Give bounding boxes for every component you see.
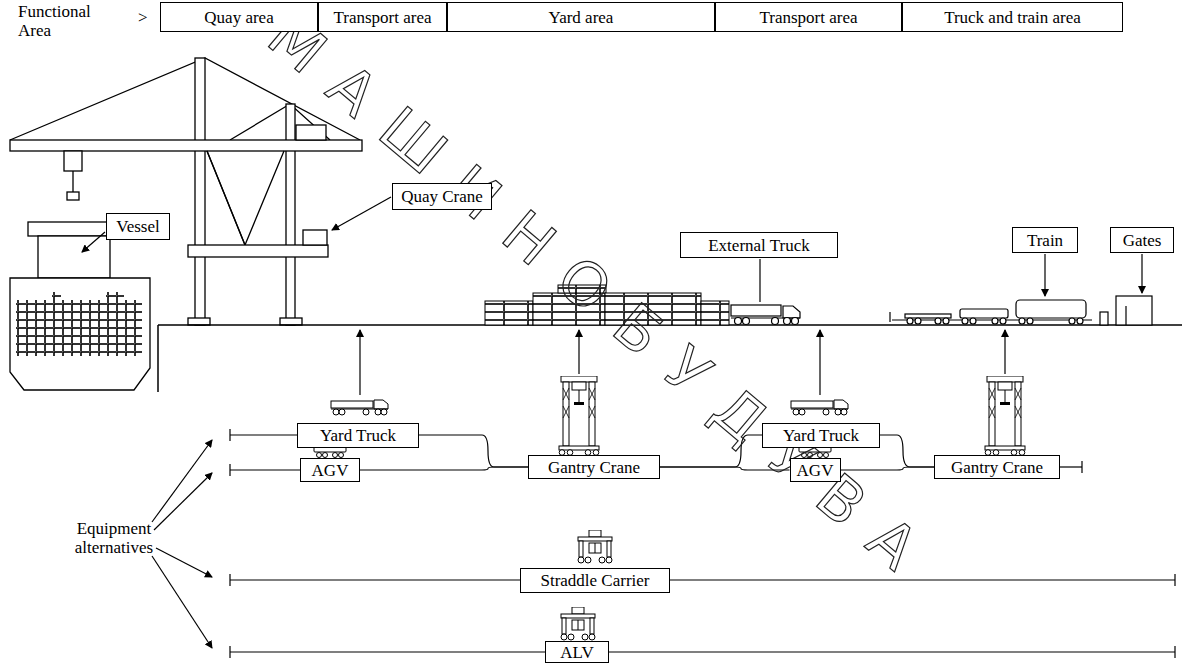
callout-box: Train [1012,227,1078,253]
area-box: Transport area [318,2,447,32]
pointer-symbol: > [138,8,152,27]
equipment-box: Yard Truck [762,423,880,448]
area-box: Yard area [447,2,715,32]
box-label: Train [1027,231,1063,250]
box-label: Straddle Carrier [540,571,649,590]
box-label: Gantry Crane [951,458,1043,477]
box-label: Yard Truck [320,426,396,445]
callout-box: Quay Crane [392,183,492,210]
equipment-box: AGV [300,458,360,482]
box-label: Gates [1123,231,1162,250]
area-box: Transport area [715,2,902,32]
box-label: External Truck [708,236,810,255]
box-label: Quay Crane [401,187,483,206]
equipment-box: Straddle Carrier [520,568,670,593]
watermark: МАШИНОБУДУВА [255,0,951,600]
equipment-link [880,435,934,467]
area-box: Truck and train area [902,2,1123,32]
callout-box: Gates [1110,227,1174,253]
equipment-link [360,467,528,470]
equipment-box: ALV [545,641,609,663]
callout-box: Vessel [106,213,170,240]
equipment-box: Gantry Crane [528,455,660,479]
box-label: AGV [797,461,834,480]
equipment-link [419,435,528,467]
axis-label: Functional Area [18,2,94,40]
box-label: ALV [560,643,593,662]
box-label: AGV [312,461,349,480]
equipment-box: Yard Truck [297,423,419,448]
callout-box: External Truck [680,232,838,258]
box-label: Yard Truck [783,426,859,445]
equipment-box: Gantry Crane [934,455,1060,479]
box-label: Transport area [333,8,431,27]
equipment-box: AGV [790,458,841,482]
box-label: Gantry Crane [548,458,640,477]
box-label: Truck and train area [944,8,1081,27]
box-label: Yard area [549,8,614,27]
area-box: Quay area [160,2,318,32]
box-label: Transport area [759,8,857,27]
box-label: Quay area [204,8,273,27]
box-label: Vessel [116,217,159,236]
group-label: Equipment alternatives [66,519,162,557]
